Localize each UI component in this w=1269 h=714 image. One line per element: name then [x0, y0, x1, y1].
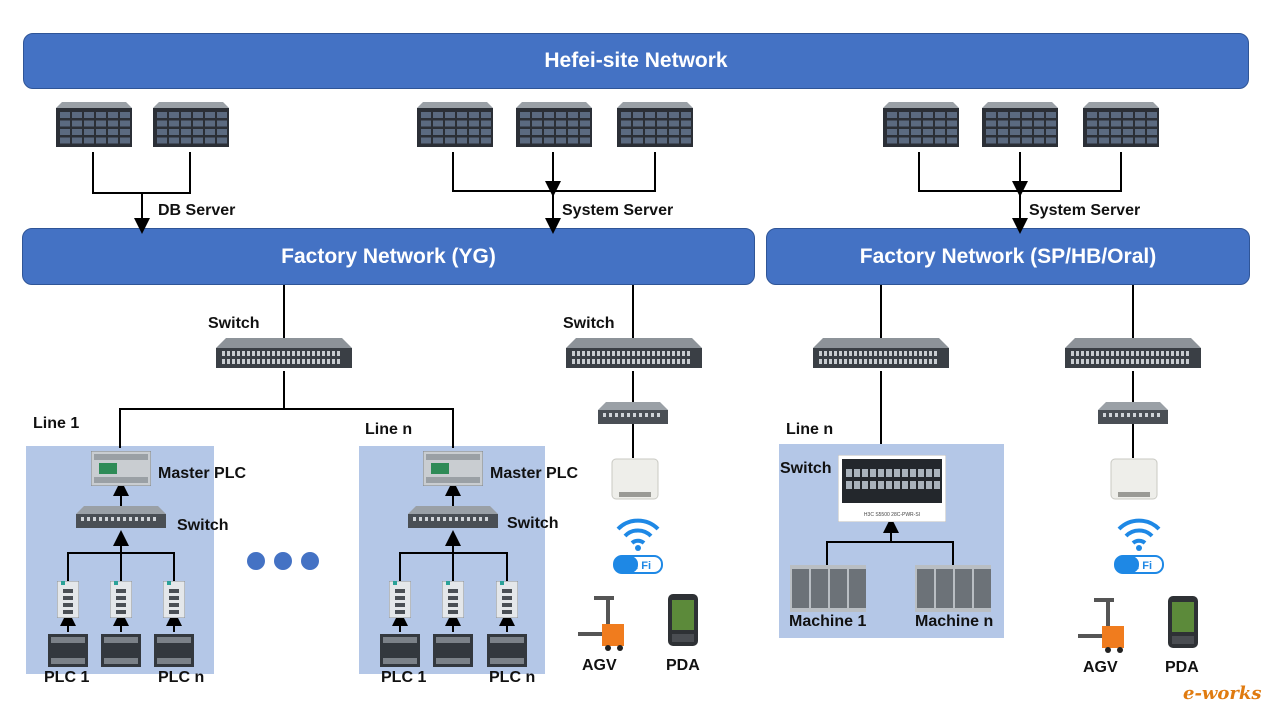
plc-1-label-a: PLC 1: [44, 669, 90, 686]
factory-network-sp-bar: Factory Network (SP/HB/Oral): [766, 228, 1250, 285]
server-icon: [1083, 102, 1159, 147]
plc-n-label-b: PLC n: [489, 669, 536, 686]
ellipsis-dot-2: [274, 552, 292, 570]
master-plc-label-2: Master PLC: [490, 465, 579, 482]
line-n-label-1: Line n: [365, 421, 413, 438]
network-switch-icon: [813, 338, 949, 372]
machine-icon: [790, 565, 866, 612]
line-1-label: Line 1: [33, 415, 80, 432]
switch-panel-text: H3C S5500 28C-PWR-SI: [864, 512, 920, 518]
server-icon: [56, 102, 132, 147]
wireless-access-point-icon: [1110, 458, 1158, 500]
machine-1-label: Machine 1: [789, 613, 867, 630]
system-server-label-2: System Server: [1029, 202, 1141, 219]
io-module-icon: [162, 580, 186, 619]
pda-device-icon: [668, 594, 698, 646]
network-switch-icon: [1065, 338, 1201, 372]
io-module-icon: [109, 580, 133, 619]
master-plc-icon: [422, 450, 484, 487]
io-module-icon: [388, 580, 412, 619]
network-switch-icon: [566, 338, 702, 372]
line-n-label-2: Line n: [786, 421, 834, 438]
ellipsis-dot-1: [247, 552, 265, 570]
small-switch-icon: [598, 402, 668, 426]
switch-label-1: Switch: [208, 315, 260, 332]
switch-label-sp: Switch: [780, 460, 832, 477]
wireless-access-point-icon: [611, 458, 659, 500]
machine-n-label: Machine n: [915, 613, 994, 630]
network-switch-icon: [216, 338, 352, 372]
agv-forklift-icon: [1076, 596, 1126, 654]
wifi-text: Wi Fi: [1126, 560, 1152, 572]
switch-label-line1: Switch: [177, 517, 229, 534]
server-icon: [982, 102, 1058, 147]
plc-icon: [101, 634, 141, 667]
plc-icon: [433, 634, 473, 667]
pda-label-1: PDA: [666, 657, 700, 674]
switch-appliance-icon: H3C S5500 28C-PWR-SI: [837, 454, 947, 523]
plc-1-label-b: PLC 1: [381, 669, 427, 686]
wifi-text: Wi Fi: [625, 560, 651, 572]
plc-icon: [487, 634, 527, 667]
switch-label-2: Switch: [563, 315, 615, 332]
ellipsis-dot-3: [301, 552, 319, 570]
server-icon: [153, 102, 229, 147]
agv-forklift-icon: [576, 594, 626, 652]
agv-label-1: AGV: [582, 657, 617, 674]
plc-n-label-a: PLC n: [158, 669, 205, 686]
machine-icon: [915, 565, 991, 612]
small-switch-icon: [1098, 402, 1168, 426]
server-icon: [417, 102, 493, 147]
plc-icon: [48, 634, 88, 667]
wifi-icon: Wi Fi: [612, 513, 664, 575]
hefei-site-network-bar: Hefei-site Network: [23, 33, 1249, 89]
io-module-icon: [495, 580, 519, 619]
logo-text: e-works: [1183, 683, 1262, 704]
pda-device-icon: [1168, 596, 1198, 648]
server-icon: [516, 102, 592, 147]
wifi-icon: Wi Fi: [1113, 513, 1165, 575]
plc-icon: [380, 634, 420, 667]
io-module-icon: [441, 580, 465, 619]
agv-label-2: AGV: [1083, 659, 1118, 676]
system-server-label-1: System Server: [562, 202, 674, 219]
master-plc-icon: [90, 450, 152, 487]
server-icon: [617, 102, 693, 147]
server-icon: [883, 102, 959, 147]
pda-label-2: PDA: [1165, 659, 1199, 676]
io-module-icon: [56, 580, 80, 619]
e-works-logo: e-works: [1183, 683, 1262, 704]
plc-icon: [154, 634, 194, 667]
small-switch-icon: [76, 506, 166, 530]
db-server-label: DB Server: [158, 202, 236, 219]
master-plc-label-1: Master PLC: [158, 465, 247, 482]
switch-label-linen: Switch: [507, 515, 559, 532]
small-switch-icon: [408, 506, 498, 530]
factory-network-yg-bar: Factory Network (YG): [22, 228, 755, 285]
